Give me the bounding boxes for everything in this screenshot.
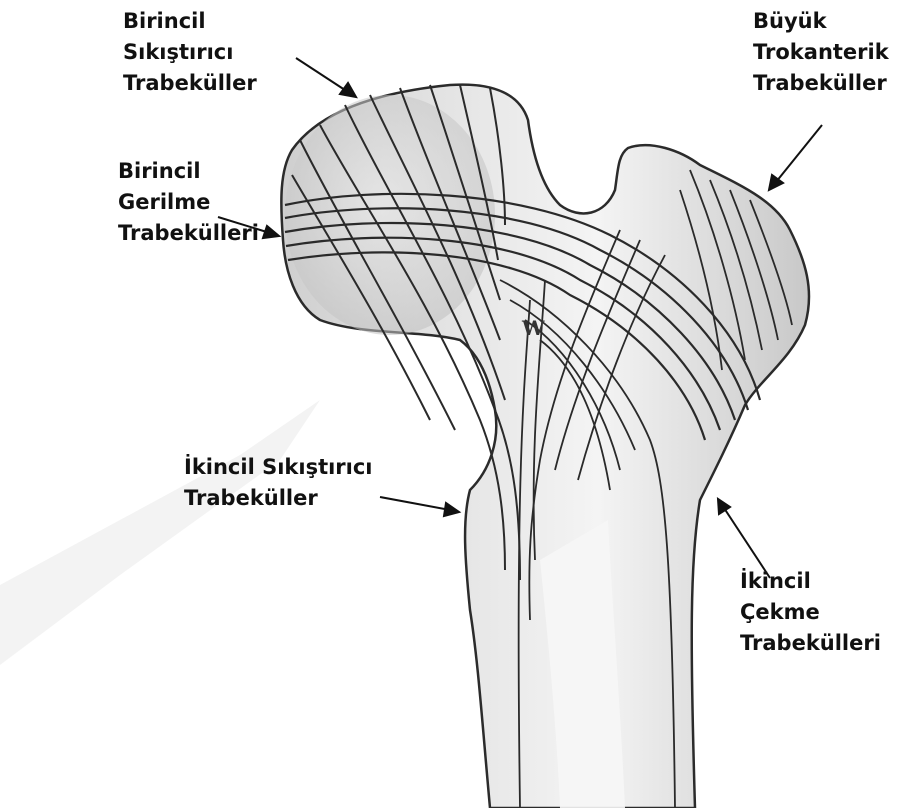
arrowhead-secondary-compressive xyxy=(444,503,459,516)
label-greater-trochanter: Büyük Trokanterik Trabeküller xyxy=(753,6,889,99)
label-primary-tensile-line-1: Birincil xyxy=(118,156,259,187)
ward-triangle-letter: W xyxy=(521,316,545,340)
label-greater-trochanter-line-2: Trokanterik xyxy=(753,37,889,68)
label-primary-compressive: Birincil Sıkıştırıcı Trabeküller xyxy=(123,6,257,99)
label-primary-compressive-line-3: Trabeküller xyxy=(123,68,257,99)
label-greater-trochanter-line-3: Trabeküller xyxy=(753,68,889,99)
label-secondary-compressive-line-2: Trabeküller xyxy=(184,483,373,514)
arrowhead-primary-tensile xyxy=(263,226,279,238)
label-primary-compressive-line-1: Birincil xyxy=(123,6,257,37)
arrowhead-secondary-tensile xyxy=(718,499,730,514)
label-greater-trochanter-line-1: Büyük xyxy=(753,6,889,37)
label-primary-compressive-line-2: Sıkıştırıcı xyxy=(123,37,257,68)
label-secondary-tensile: İkincil Çekme Trabekülleri xyxy=(740,566,881,659)
arrow-greater-trochanter xyxy=(776,125,822,182)
label-primary-tensile-line-2: Gerilme xyxy=(118,187,259,218)
label-primary-tensile-line-3: Trabekülleri xyxy=(118,218,259,249)
label-secondary-tensile-line-2: Çekme xyxy=(740,597,881,628)
label-primary-tensile: Birincil Gerilme Trabekülleri xyxy=(118,156,259,249)
arrow-primary-compressive xyxy=(296,58,348,92)
arrowhead-primary-compressive xyxy=(340,83,356,97)
label-secondary-compressive-line-1: İkincil Sıkıştırıcı xyxy=(184,452,373,483)
label-secondary-tensile-line-3: Trabekülleri xyxy=(740,628,881,659)
label-secondary-compressive: İkincil Sıkıştırıcı Trabeküller xyxy=(184,452,373,514)
label-secondary-tensile-line-1: İkincil xyxy=(740,566,881,597)
arrow-secondary-compressive xyxy=(380,497,450,510)
